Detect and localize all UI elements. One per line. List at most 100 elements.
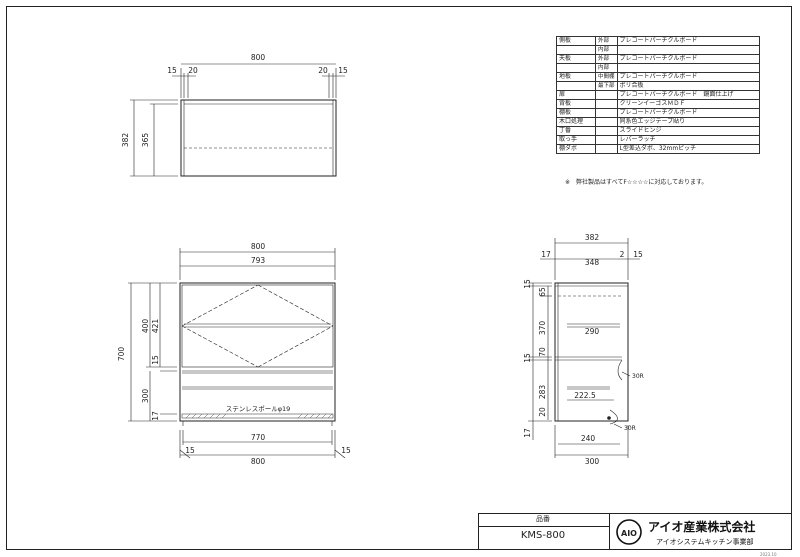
spec-material: レバーラッチ: [616, 135, 761, 145]
side-top-thk: 15: [523, 279, 532, 289]
spec-sub: [595, 144, 618, 154]
spec-row: 取っ手レバーラッチ: [556, 135, 761, 145]
spec-material: プレコートパーチクルボード: [616, 108, 761, 118]
spec-row: 最下部ポリ合板: [556, 81, 761, 91]
spec-part: 丁番: [556, 126, 596, 136]
side-mid-thk: 15: [523, 353, 532, 363]
spec-material: L型差込ダボ、32mmピッチ: [616, 144, 761, 154]
spec-row: 地板中間棚プレコートパーチクルボード: [556, 72, 761, 82]
revision-mark: 2023.10: [760, 552, 777, 557]
front-view: [128, 248, 346, 459]
front-bottom-width: 800: [251, 457, 266, 466]
side-mid-70: 70: [538, 347, 547, 357]
spec-sub: [595, 135, 618, 145]
spec-material: スライドヒンジ: [616, 126, 761, 136]
top-overall-width: 800: [251, 53, 266, 62]
front-rail-label: ステンレスポールφ19: [226, 405, 291, 413]
side-lower-shelf: 222.5: [574, 391, 596, 400]
spec-sub: [595, 90, 618, 100]
spec-row: 内部: [556, 45, 761, 55]
company-name: アイオ産業株式会社: [648, 520, 756, 534]
top-left-outer: 15: [167, 66, 177, 75]
spec-sub: 最下部: [595, 81, 618, 91]
title-block: [478, 513, 792, 550]
front-overall-width: 800: [251, 242, 266, 251]
side-gap: 2: [620, 250, 625, 259]
side-upper-top: 65: [538, 287, 547, 297]
company-logo: AIO: [616, 519, 642, 545]
spec-sub: [595, 126, 618, 136]
side-inner-depth: 348: [585, 258, 600, 267]
spec-row: 側板外部プレコートパーチクルボード: [556, 36, 761, 46]
spec-part: 棚板: [556, 108, 596, 118]
spec-row: 棚板 プレコートパーチクルボード: [556, 108, 761, 118]
side-radius-1: 30R: [632, 373, 644, 380]
spec-material: クリーンイーゴスＭＤＦ: [616, 99, 761, 109]
front-lower-height: 300: [141, 389, 150, 404]
spec-row: 天板外部プレコートパーチクルボード: [556, 54, 761, 64]
spec-row: 木口処理 同系色エッジテープ貼り: [556, 117, 761, 127]
spec-row: 丁番 スライドヒンジ: [556, 126, 761, 136]
side-right-margin: 15: [633, 250, 643, 259]
front-foot-right: 15: [341, 446, 351, 455]
sheet-frame: [6, 6, 792, 550]
spec-table: 側板外部プレコートパーチクルボード内部天板外部プレコートパーチクルボード内部地板…: [556, 36, 761, 154]
spec-part: 側板: [556, 36, 596, 46]
top-right-inner: 20: [318, 66, 328, 75]
spec-sub: 中間棚: [595, 72, 618, 82]
side-bottom-inner: 240: [581, 434, 596, 443]
front-lower-inner-width: 770: [251, 433, 266, 442]
spec-part: 木口処理: [556, 117, 596, 127]
front-mid-gap: 15: [151, 355, 160, 365]
side-lower-20: 20: [538, 407, 547, 417]
front-bottom-gap: 17: [151, 411, 160, 421]
front-inner-width: 793: [251, 256, 266, 265]
spec-row: 棚ダボ L型差込ダボ、32mmピッチ: [556, 144, 761, 154]
spec-part: 棚ダボ: [556, 144, 596, 154]
spec-part: [556, 63, 596, 73]
spec-sub: 外部: [595, 54, 618, 64]
compliance-note: ※ 弊社製品はすべてF☆☆☆☆に対応しております。: [565, 179, 708, 186]
top-right-outer: 15: [338, 66, 348, 75]
spec-part: 扉: [556, 90, 596, 100]
spec-material: ポリ合板: [616, 81, 761, 91]
model-label: 品番: [536, 515, 550, 523]
side-bottom-thk: 17: [523, 428, 532, 438]
spec-row: 扉プレコートパーチクルボード 鏡面仕上げ: [556, 90, 761, 100]
spec-sub: [595, 99, 618, 109]
spec-part: [556, 81, 596, 91]
spec-material: [616, 45, 761, 55]
side-lower-283: 283: [538, 385, 547, 400]
spec-part: 天板: [556, 54, 596, 64]
spec-part: [556, 45, 596, 55]
top-inner-depth: 365: [141, 133, 150, 148]
top-left-inner: 20: [188, 66, 198, 75]
spec-sub: [595, 108, 618, 118]
side-left-margin: 17: [541, 250, 551, 259]
side-total-depth: 382: [585, 233, 600, 242]
model-number: KMS-800: [520, 530, 566, 541]
spec-material: プレコートパーチクルボード: [616, 36, 761, 46]
spec-material: プレコートパーチクルボード: [616, 72, 761, 82]
top-view: [130, 63, 345, 177]
front-upper-height: 421: [151, 319, 160, 334]
front-total-height: 700: [117, 347, 126, 362]
spec-row: 背板 クリーンイーゴスＭＤＦ: [556, 99, 761, 109]
side-radius-2: 30R: [624, 425, 636, 432]
front-foot-left: 15: [185, 446, 195, 455]
spec-sub: 内部: [595, 45, 618, 55]
side-shelf-depth: 290: [585, 327, 600, 336]
top-total-depth: 382: [121, 133, 130, 148]
spec-material: 同系色エッジテープ貼り: [616, 117, 761, 127]
spec-part: 地板: [556, 72, 596, 82]
spec-part: 背板: [556, 99, 596, 109]
logo-text: AIO: [621, 529, 637, 538]
side-bottom-width: 300: [585, 457, 600, 466]
spec-sub: 内部: [595, 63, 618, 73]
spec-row: 内部: [556, 63, 761, 73]
division-name: アイオシステムキッチン事業部: [656, 538, 754, 546]
spec-sub: [595, 117, 618, 127]
side-upper-mid: 370: [538, 321, 547, 336]
spec-sub: 外部: [595, 36, 618, 46]
